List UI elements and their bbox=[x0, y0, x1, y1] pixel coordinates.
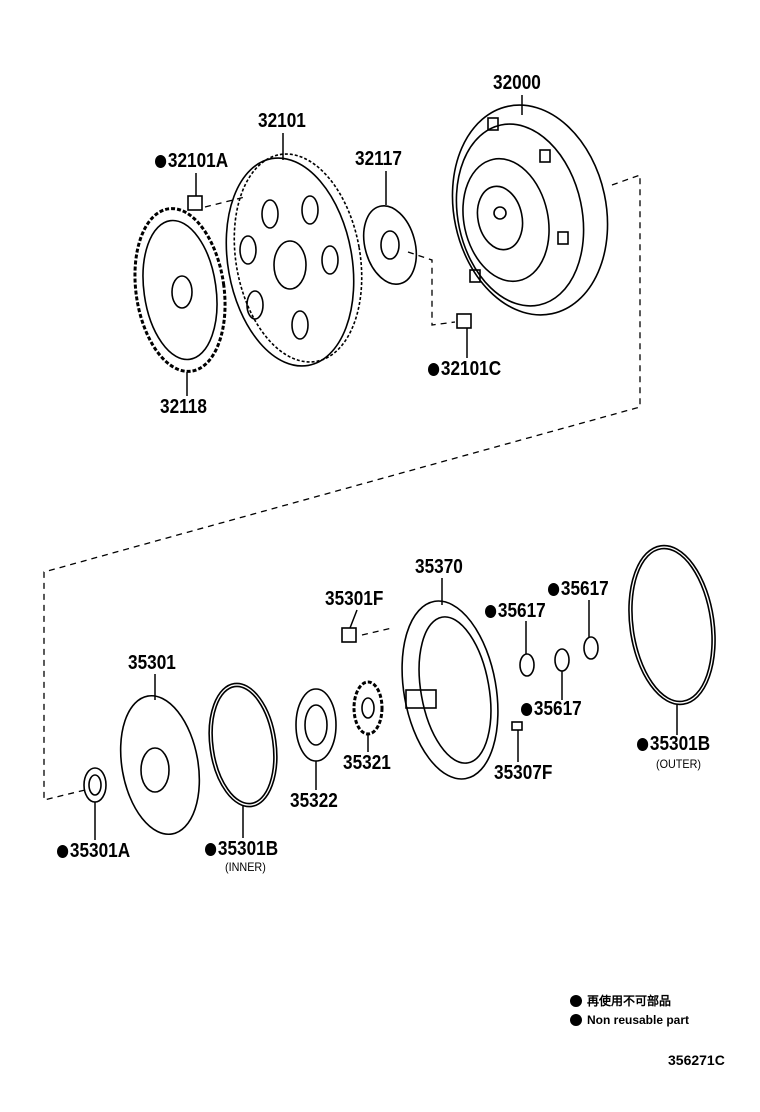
non-reusable-marker-icon bbox=[428, 363, 440, 376]
part-label-35301[interactable]: 35301 bbox=[128, 652, 176, 674]
oil-pump-cover-35301 bbox=[119, 694, 201, 836]
part-label-35617[interactable]: 35617 bbox=[485, 600, 546, 622]
part-number: 32101C bbox=[440, 358, 502, 380]
part-label-35301B-outer[interactable]: 35301B bbox=[637, 733, 710, 755]
legend-text: Non reusable part bbox=[587, 1013, 690, 1027]
part-note-inner: (INNER) bbox=[225, 860, 266, 874]
part-number: 35301F bbox=[325, 588, 384, 610]
dashed-assembly-line bbox=[43, 174, 641, 801]
o-rings bbox=[83, 544, 716, 808]
part-label-35307F[interactable]: 35307F bbox=[494, 762, 552, 784]
part-number: 35301A bbox=[69, 840, 131, 862]
part-label-32000[interactable]: 32000 bbox=[493, 72, 541, 94]
spacer-plate-32118 bbox=[133, 207, 227, 373]
part-number: 35617 bbox=[497, 600, 546, 622]
drive-plate-32101 bbox=[225, 153, 363, 367]
part-number: 35301 bbox=[128, 652, 176, 674]
part-number: 35370 bbox=[415, 556, 463, 578]
part-number: 35301B bbox=[217, 838, 279, 860]
part-label-35301A[interactable]: 35301A bbox=[57, 840, 130, 862]
legend-english: Non reusable part bbox=[570, 1013, 689, 1027]
shim-32117 bbox=[362, 205, 418, 285]
non-reusable-marker-icon bbox=[548, 583, 560, 596]
non-reusable-marker-icon bbox=[521, 703, 533, 716]
oil-pump-body-35370 bbox=[401, 600, 499, 780]
non-reusable-marker-icon bbox=[485, 605, 497, 618]
non-reusable-marker-icon bbox=[205, 843, 217, 856]
part-label-35322[interactable]: 35322 bbox=[290, 790, 338, 812]
part-label-32101C[interactable]: 32101C bbox=[428, 358, 501, 380]
part-label-35301B-inner[interactable]: 35301B bbox=[205, 838, 278, 860]
part-number: 35307F bbox=[494, 762, 553, 784]
part-label-35301F[interactable]: 35301F bbox=[325, 588, 383, 610]
part-number: 32000 bbox=[493, 72, 541, 94]
part-number: 32117 bbox=[355, 148, 402, 170]
non-reusable-marker-icon bbox=[570, 1014, 582, 1026]
part-label-32117[interactable]: 32117 bbox=[355, 148, 402, 170]
part-label-32101A[interactable]: 32101A bbox=[155, 150, 228, 172]
bolts bbox=[187, 195, 523, 731]
torque-converter-32000 bbox=[451, 104, 609, 316]
pump-gears bbox=[295, 680, 384, 762]
non-reusable-marker-icon bbox=[155, 155, 167, 168]
non-reusable-marker-icon bbox=[637, 738, 649, 751]
part-number: 32101A bbox=[167, 150, 229, 172]
part-number: 35617 bbox=[560, 578, 609, 600]
part-label-32118[interactable]: 32118 bbox=[160, 396, 207, 418]
non-reusable-marker-icon bbox=[570, 995, 582, 1007]
part-number: 35322 bbox=[290, 790, 338, 812]
leader-lines bbox=[94, 95, 678, 840]
part-label-35321[interactable]: 35321 bbox=[343, 752, 391, 774]
part-number: 35321 bbox=[343, 752, 391, 774]
part-label-35370[interactable]: 35370 bbox=[415, 556, 463, 578]
part-number: 35301B bbox=[649, 733, 711, 755]
part-number: 35617 bbox=[533, 698, 582, 720]
legend-japanese: 再使用不可部品 bbox=[570, 992, 671, 1009]
part-label-35617[interactable]: 35617 bbox=[548, 578, 609, 600]
part-number: 32118 bbox=[160, 396, 207, 418]
part-note-outer: (OUTER) bbox=[656, 757, 701, 771]
diagram-code: 356271C bbox=[668, 1052, 725, 1068]
part-number: 32101 bbox=[258, 110, 306, 132]
part-label-32101[interactable]: 32101 bbox=[258, 110, 306, 132]
non-reusable-marker-icon bbox=[57, 845, 69, 858]
legend-text: 再使用不可部品 bbox=[587, 994, 672, 1008]
part-label-35617[interactable]: 35617 bbox=[521, 698, 582, 720]
